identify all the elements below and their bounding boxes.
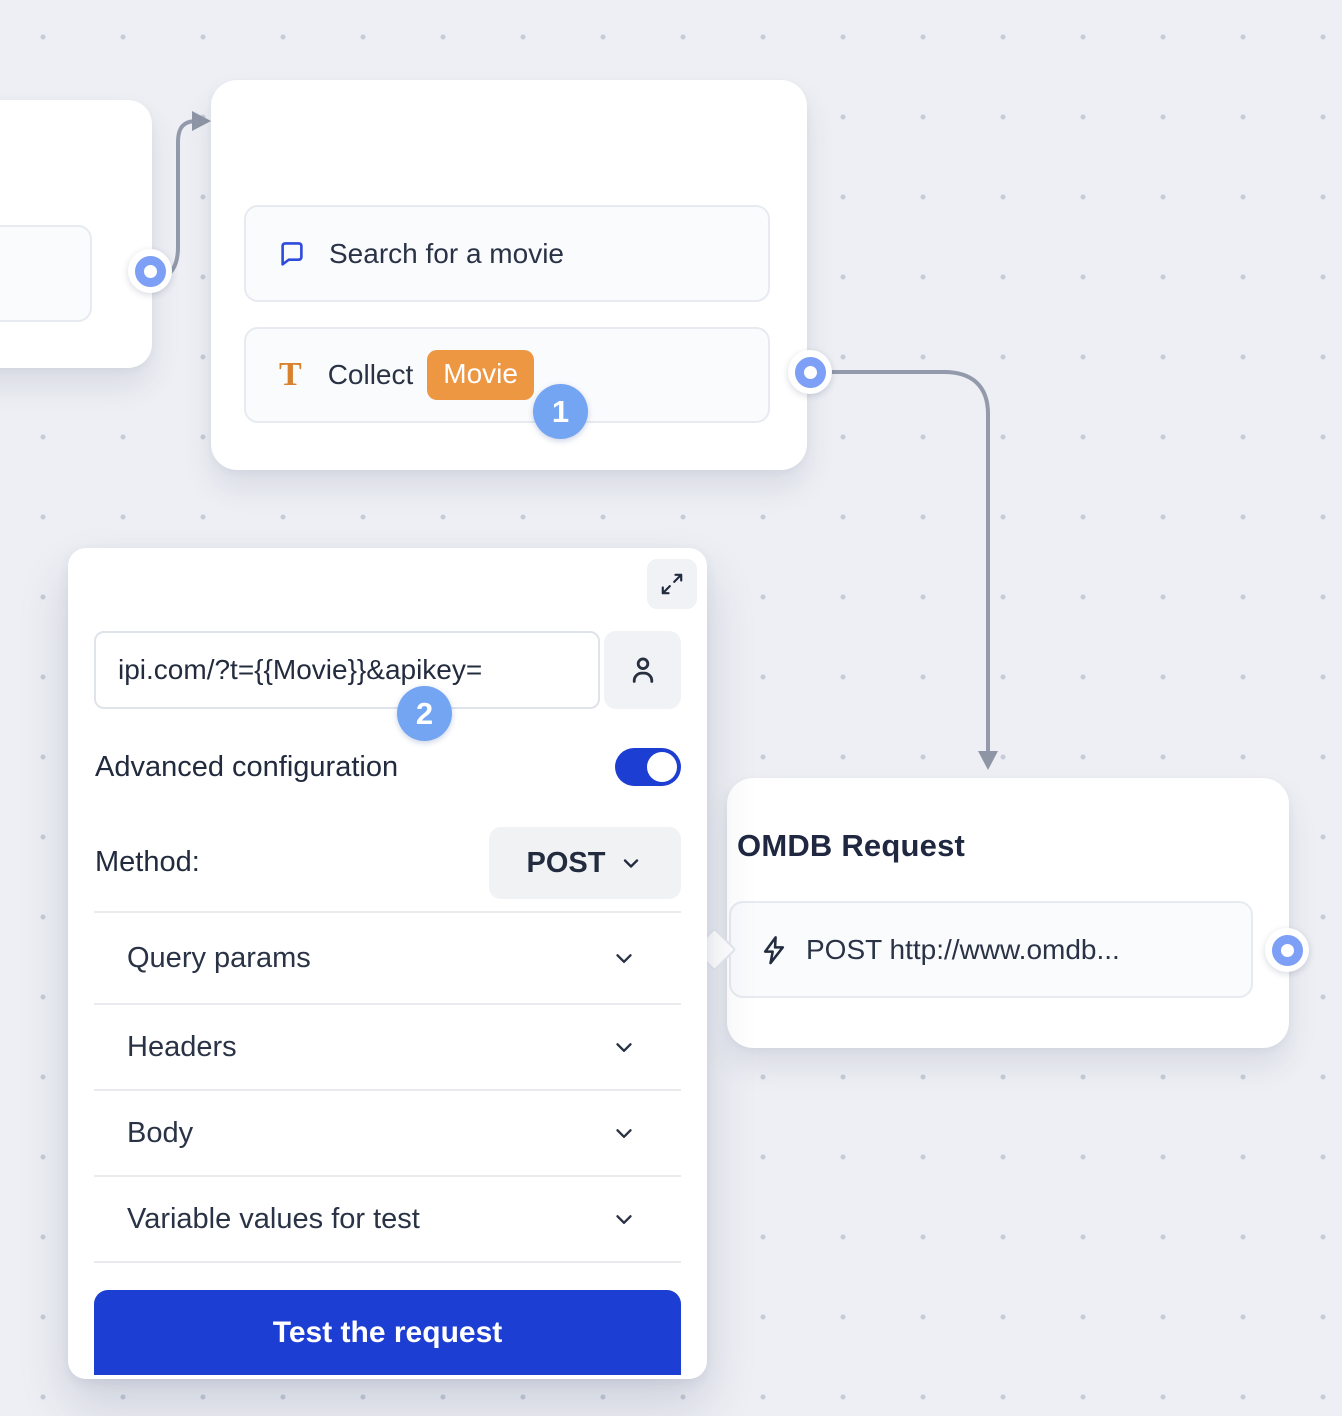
text-input-icon: T bbox=[279, 358, 302, 392]
output-port-omdb[interactable] bbox=[1265, 928, 1309, 972]
webhook-url-input[interactable] bbox=[94, 631, 600, 709]
method-label: Method: bbox=[95, 846, 200, 879]
expand-icon bbox=[659, 571, 685, 597]
partial-node-item[interactable] bbox=[0, 225, 92, 322]
person-icon bbox=[626, 653, 660, 687]
section-label: Variable values for test bbox=[94, 1203, 420, 1236]
section-label: Query params bbox=[94, 942, 311, 975]
webhook-config-panel: Advanced configuration Method: POST Quer… bbox=[68, 548, 707, 1379]
partial-node-card[interactable] bbox=[0, 100, 152, 368]
section-label: Body bbox=[94, 1117, 193, 1150]
collect-item-label: Collect bbox=[328, 359, 414, 391]
accordion-sections: Query params Headers Body Variable value… bbox=[94, 911, 681, 1263]
section-variable-values[interactable]: Variable values for test bbox=[94, 1175, 681, 1263]
step-badge-1: 1 bbox=[533, 384, 588, 439]
omdb-webhook-item[interactable]: POST http://www.omdb... bbox=[729, 901, 1253, 998]
omdb-item-label: POST http://www.omdb... bbox=[806, 934, 1120, 966]
movie-search-collect-item[interactable]: T Collect Movie bbox=[244, 327, 770, 423]
section-label: Headers bbox=[94, 1031, 237, 1064]
omdb-node-title: OMDB Request bbox=[737, 828, 965, 864]
question-item-label: Search for a movie bbox=[329, 238, 564, 270]
output-port-movie-search[interactable] bbox=[788, 350, 832, 394]
account-button[interactable] bbox=[604, 631, 681, 709]
arrowhead-into-omdb bbox=[978, 751, 998, 770]
movie-search-node[interactable]: Movie search Search for a movie T Collec… bbox=[211, 80, 807, 470]
wire-movie-search-to-omdb bbox=[830, 372, 988, 750]
chevron-down-icon bbox=[619, 851, 643, 875]
output-port-partial-node[interactable] bbox=[128, 249, 172, 293]
advanced-configuration-toggle[interactable] bbox=[615, 748, 681, 786]
section-query-params[interactable]: Query params bbox=[94, 911, 681, 1003]
section-body[interactable]: Body bbox=[94, 1089, 681, 1175]
method-value: POST bbox=[527, 847, 606, 880]
omdb-request-node[interactable]: OMDB Request POST http://www.omdb... bbox=[727, 778, 1289, 1048]
test-request-button[interactable]: Test the request bbox=[94, 1290, 681, 1375]
arrowhead-into-movie-search bbox=[192, 111, 211, 131]
advanced-configuration-label: Advanced configuration bbox=[95, 751, 398, 784]
movie-search-question-item[interactable]: Search for a movie bbox=[244, 205, 770, 302]
chevron-down-icon bbox=[611, 1206, 681, 1232]
chevron-down-icon bbox=[611, 1034, 681, 1060]
section-headers[interactable]: Headers bbox=[94, 1003, 681, 1089]
wire-to-movie-search bbox=[161, 121, 199, 278]
chevron-down-icon bbox=[611, 945, 681, 971]
method-dropdown[interactable]: POST bbox=[489, 827, 681, 899]
expand-panel-button[interactable] bbox=[647, 559, 697, 609]
movie-variable-chip[interactable]: Movie bbox=[427, 350, 534, 400]
chat-bubble-icon bbox=[277, 239, 307, 269]
step-badge-2: 2 bbox=[397, 686, 452, 741]
lightning-icon bbox=[758, 933, 790, 967]
chevron-down-icon bbox=[611, 1120, 681, 1146]
